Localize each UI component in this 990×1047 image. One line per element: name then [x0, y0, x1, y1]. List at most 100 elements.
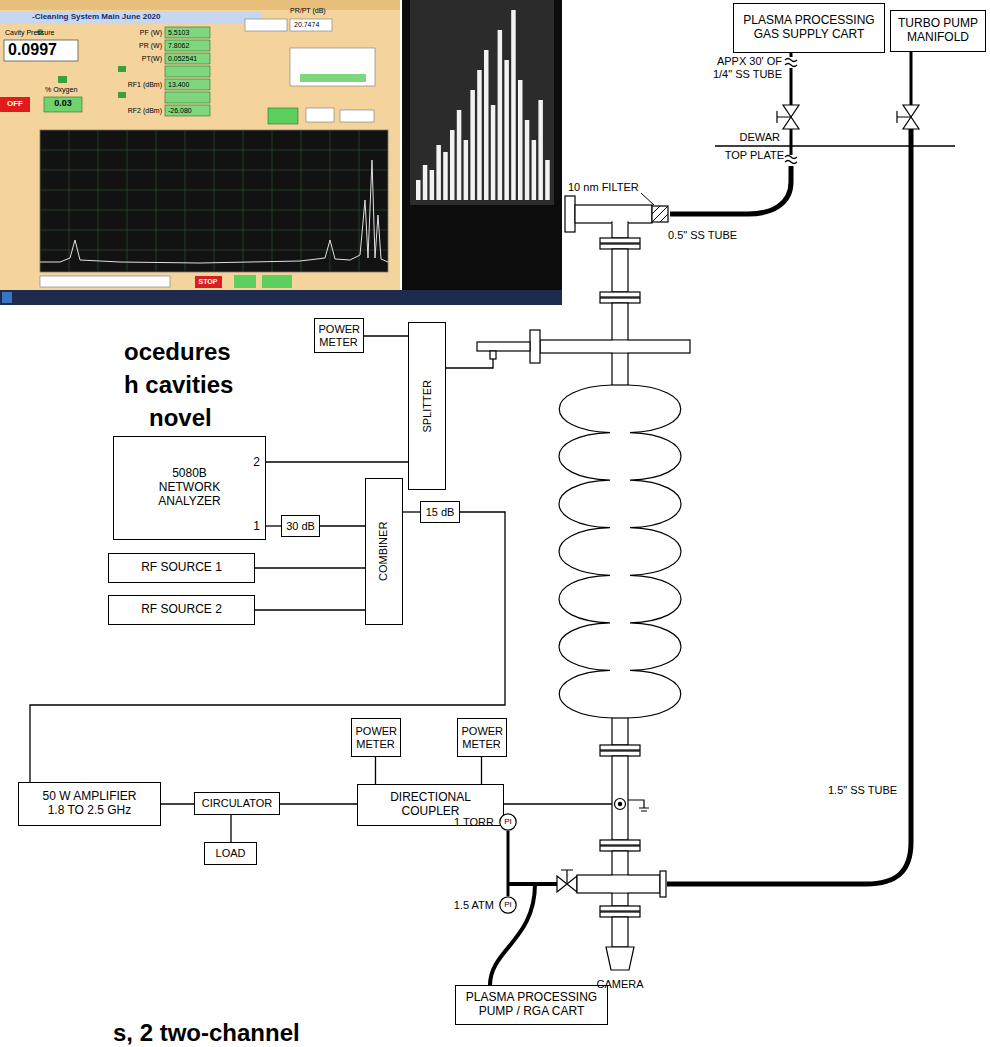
- histogram-bar: [430, 170, 435, 200]
- node-label: COMBINER: [378, 522, 391, 581]
- indicator-circle: [500, 814, 516, 830]
- control-software-window: [234, 275, 256, 288]
- cavity-assembly: [540, 340, 690, 353]
- node-label: PLASMA PROCESSING GAS SUPPLY CART: [739, 14, 879, 42]
- histogram-bar: [470, 90, 475, 200]
- control-software-window: [0, 290, 402, 305]
- gas-line: [490, 884, 535, 985]
- slide-text: ocedures: [124, 338, 231, 366]
- readout-value: 5.5103: [168, 29, 189, 37]
- power-meter-box: POWER METER: [457, 718, 507, 757]
- control-software-window: [4, 40, 78, 61]
- valve-symbol: [777, 111, 791, 123]
- signal-wire: [481, 757, 482, 784]
- histogram-window: [402, 0, 562, 305]
- histogram-bar: [532, 140, 537, 200]
- readout-value: 20.7474: [294, 21, 319, 29]
- valve-symbol: [557, 105, 919, 892]
- signal-wire: [266, 525, 281, 526]
- pressure-label: 1 TORR: [454, 816, 494, 829]
- slide-text: h cavities: [124, 371, 233, 399]
- readout-label: PR/PT (dB): [290, 7, 326, 15]
- valve-symbol: [897, 111, 911, 123]
- gas-line: [790, 68, 793, 105]
- splitter-box: SPLITTER: [408, 322, 446, 490]
- readout-value: 7.8062: [168, 42, 189, 50]
- cavity-assembly: [612, 249, 628, 292]
- gas-line: [446, 52, 955, 985]
- cavity-assembly: [477, 196, 690, 970]
- camera-label: CAMERA: [596, 978, 643, 991]
- node-label: LOAD: [216, 847, 246, 860]
- control-software-window: [165, 105, 210, 116]
- attenuator-box: 30 dB: [281, 515, 320, 537]
- load-box: LOAD: [204, 842, 257, 865]
- histogram-bar: [525, 120, 530, 200]
- histogram-bar: [511, 10, 516, 200]
- cavity-assembly: [612, 917, 628, 947]
- cavity-cell-contour: [628, 385, 681, 718]
- node-label: DIRECTIONAL COUPLER: [383, 791, 478, 819]
- node-label: 15 dB: [426, 506, 455, 519]
- supply-cart-box: PLASMA PROCESSING GAS SUPPLY CART: [733, 3, 885, 53]
- readout-value: -26.080: [168, 107, 192, 115]
- window-title: -Cleaning System Main June 2020: [32, 12, 161, 21]
- cavity-assembly: [600, 846, 640, 851]
- control-software-window: [300, 74, 366, 82]
- control-software-window: [44, 97, 82, 112]
- control-software-window: [0, 0, 402, 305]
- readout-value: 0.052541: [168, 55, 197, 63]
- cavity-assembly: [606, 947, 634, 970]
- valve-symbol: [557, 876, 567, 892]
- signal-wire: [255, 567, 365, 568]
- control-software-window: [245, 19, 287, 31]
- control-software-window: [290, 48, 375, 86]
- cavity-assembly: [612, 756, 628, 840]
- pump-cart-box: PLASMA PROCESSING PUMP / RGA CART: [455, 985, 608, 1025]
- rf-source-box: RF SOURCE 1: [108, 553, 255, 583]
- analyzer-box: 5080B NETWORK ANALYZER21: [113, 436, 266, 540]
- attenuator-box: 15 dB: [420, 501, 460, 523]
- node-label: SPLITTER: [421, 380, 434, 433]
- control-software-window: [0, 0, 400, 10]
- cavity-assembly: [613, 876, 628, 893]
- readout-label: PT(W): [142, 55, 162, 63]
- cavity-cell-contour: [559, 385, 612, 718]
- tube-label: 1.5" SS TUBE: [828, 784, 897, 797]
- cavity-assembly: [613, 341, 628, 353]
- gas-line: [641, 193, 654, 205]
- gas-line: [667, 129, 911, 884]
- signal-wire: [320, 525, 365, 526]
- signal-wire: [30, 512, 505, 782]
- readout-value: 13.400: [168, 81, 189, 89]
- gas-line: [508, 882, 557, 886]
- tube-label: APPX 30' OF 1/4" SS TUBE: [704, 55, 782, 80]
- readout-label: Cavity Pressure: [5, 29, 54, 37]
- histogram-bar: [477, 70, 482, 200]
- cavity-assembly: [660, 871, 666, 897]
- pump-manifold-box: TURBO PUMP MANIFOLD: [890, 10, 986, 52]
- valve-symbol: [783, 105, 799, 117]
- cavity-assembly: [615, 799, 626, 810]
- control-software-window: [290, 19, 332, 31]
- cavity-assembly: [612, 222, 628, 238]
- node-label: TURBO PUMP MANIFOLD: [895, 17, 981, 45]
- control-software-window: [0, 0, 400, 290]
- slide-text: s, 2 two-channel: [113, 1019, 300, 1047]
- valve-symbol: [903, 105, 919, 117]
- power-meter-box: POWER METER: [314, 318, 364, 353]
- node-label: PI: [504, 817, 512, 826]
- cavity-assembly: [612, 718, 628, 745]
- combiner-box: COMBINER: [365, 478, 403, 625]
- histogram-bar: [484, 50, 489, 200]
- histogram-window: [402, 0, 562, 305]
- histogram-bar: [450, 130, 455, 200]
- control-software-window: [118, 66, 126, 72]
- rf-source-box: RF SOURCE 2: [108, 595, 255, 625]
- readout-label: % Oxygen: [45, 86, 77, 94]
- cavity-assembly: [575, 205, 652, 223]
- node-label: 5080B NETWORK ANALYZER: [155, 467, 225, 508]
- histogram-window: [402, 290, 562, 305]
- pressure-label: 1.5 ATM: [454, 899, 494, 912]
- signal-wire: [280, 803, 357, 804]
